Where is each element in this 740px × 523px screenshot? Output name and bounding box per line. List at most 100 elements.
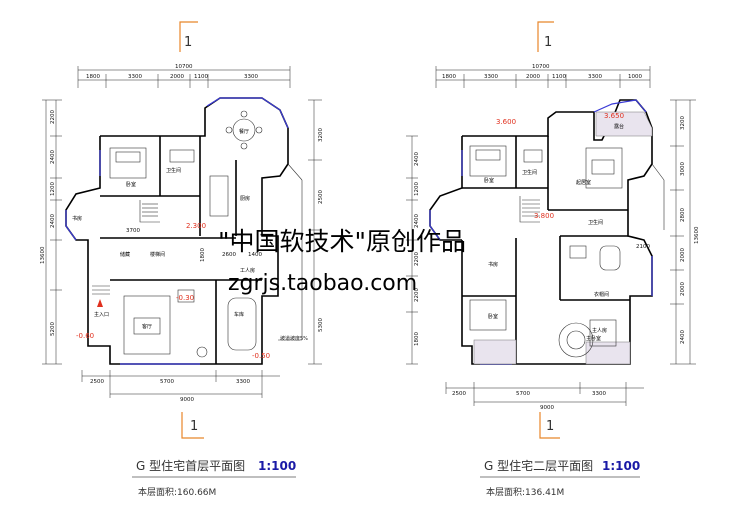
top-dimension-chain: 10700 1800 3300 2000 1100 3300 1000 [435,64,651,88]
elevation-2: -0.30 [176,294,194,302]
plan-scale: 1:100 [602,459,640,473]
elevation-1: 3.600 [496,118,516,126]
top-dim-5: 3300 [244,74,258,80]
plan-title: G 型住宅首层平面图 [136,458,245,473]
room-label-living: 客厅 [142,323,152,330]
total-width-dimension: 10700 [532,64,550,70]
right-plan-elevations: 3.600 3.800 3.650 [496,112,624,220]
right-total-dimension: 13600 [694,226,700,244]
room-label-study: 书房 [72,215,82,222]
bottom-dimension-chain: 2500 5700 3300 9000 [81,370,280,403]
watermark: "中国软技术"原创作品 zgrjs.taobao.com [218,227,466,296]
right-dim-4: 2000 [680,248,686,262]
section-mark-label: 1 [184,35,192,50]
inner-dim-4: 1800 [200,248,206,262]
room-label-bathroom: 卫生间 [166,167,181,174]
plan-scale: 1:100 [258,459,296,473]
top-dim-4: 1100 [194,74,208,80]
room-label-kitchen: 厨房 [240,195,250,202]
right-plan-inner-dimensions: 2100 [636,244,650,250]
left-plan-room-labels: 餐厅 卧室 卫生间 厨房 客厅 车库 主入口 书房 工人房 楼梯间 储藏 坡道坡… [72,128,308,342]
top-dim-4: 1100 [552,74,566,80]
inner-dim-1: 3700 [126,228,140,234]
left-dim-3: 2400 [414,214,420,228]
top-dim-3: 2000 [526,74,540,80]
top-dim-2: 3300 [484,74,498,80]
bottom-dim-3: 3300 [592,391,606,397]
right-title-block: G 型住宅二层平面图 1:100 本层面积:136.41M [480,458,640,498]
left-plan-walls [65,97,303,365]
section-mark-right-bottom: 1 [539,412,560,439]
right-dim-2: 3000 [680,162,686,176]
inner-dim-2: 2600 [222,252,236,258]
watermark-line-2: zgrjs.taobao.com [228,271,417,296]
room-label-bedroom-1: 卧室 [484,177,494,184]
floor-area: 本层面积:136.41M [486,486,564,498]
right-dim-3: 5300 [318,318,324,332]
right-dim-1: 3200 [318,128,324,142]
left-dim-6: 1800 [414,332,420,346]
left-dim-1: 2400 [414,152,420,166]
room-label-servant-room: 工人房 [240,267,255,274]
left-dim-2: 2400 [50,150,56,164]
room-label-bedroom-2: 卧室 [488,313,498,320]
elevation-3: -0.60 [76,332,94,340]
right-plan-furniture [469,145,623,358]
right-dim-2: 2500 [318,190,324,204]
section-mark-label: 1 [544,35,552,50]
floor-area: 本层面积:160.66M [138,486,216,498]
left-total-dimension: 13600 [40,246,46,264]
right-plan-room-labels: 卧室 卫生间 起居室 书房 主卧室 衣帽间 卧室 露台 卫生间 主人房 [484,123,624,342]
right-dim-5: 2000 [680,282,686,296]
left-dim-3: 1200 [50,182,56,196]
bottom-dimension-chain: 2500 5700 3300 9000 [445,382,644,411]
bottom-dim-1: 2500 [452,391,466,397]
top-dim-1: 1800 [442,74,456,80]
room-label-stairwell: 楼梯间 [150,251,165,258]
bottom-dim-1: 2500 [90,379,104,385]
right-dim-3: 2800 [680,208,686,222]
right-floor-plan: 1 10700 1800 3300 2000 1100 3300 1000 [406,21,700,498]
room-label-family-room: 起居室 [576,179,591,186]
room-label-dining: 餐厅 [239,128,249,135]
right-dimension-chain: 3200 3000 2800 2000 2000 2400 13600 [670,99,700,365]
top-dim-2: 3300 [128,74,142,80]
room-label-bedroom: 卧室 [126,181,136,188]
left-dim-4: 2400 [50,214,56,228]
right-dimension-chain: 3200 2500 5300 [308,99,324,365]
section-mark-left-top: 1 [179,21,198,52]
watermark-line-1: "中国软技术"原创作品 [218,227,466,256]
inner-dim-1: 2100 [636,244,650,250]
room-label-terrace: 露台 [614,123,624,130]
room-label-walk-in-closet: 衣帽间 [594,291,609,298]
room-label-study: 书房 [488,261,498,268]
elevation-2: 3.800 [534,212,554,220]
left-title-block: G 型住宅首层平面图 1:100 本层面积:160.66M [132,458,296,498]
left-plan-elevations: 2.300 -0.30 -0.60 -0.50 [76,222,270,360]
left-dim-6: 5200 [50,322,56,336]
right-plan-walls [429,99,665,365]
total-width-dimension: 10700 [175,64,193,70]
bottom-dim-2: 5700 [516,391,530,397]
right-dim-6: 2400 [680,330,686,344]
top-dim-3: 2000 [170,74,184,80]
room-label-master-suite: 主人房 [592,327,607,334]
top-dimension-chain: 10700 1800 3300 2000 1100 3300 [77,64,291,88]
room-label-storage: 储藏 [120,251,130,258]
left-plan-furniture [92,110,263,358]
section-mark-left-bottom: 1 [181,412,204,439]
elevation-3: 3.650 [604,112,624,120]
bottom-dim-2: 5700 [160,379,174,385]
left-dim-5: 2200 [414,288,420,302]
left-dim-1: 2200 [50,110,56,124]
total-width-bottom: 9000 [180,397,194,403]
room-label-main-entrance: 主入口 [94,311,109,318]
plan-title: G 型住宅二层平面图 [484,458,593,473]
section-mark-label: 1 [546,419,554,434]
elevation-4: -0.50 [252,352,270,360]
left-dim-2: 1200 [414,182,420,196]
inner-dim-3: 1400 [248,252,262,258]
room-label-master-bedroom: 主卧室 [586,335,601,342]
ramp-note: 坡道坡度5% [280,335,308,342]
